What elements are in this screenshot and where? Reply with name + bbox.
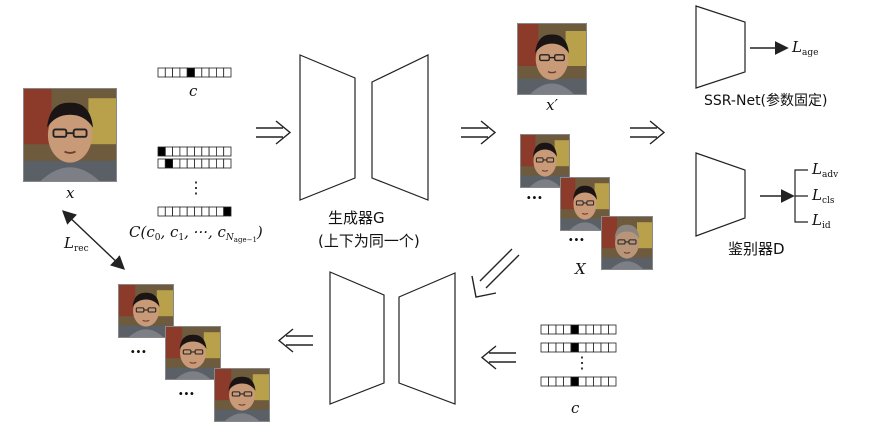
generator-top-encoder <box>299 54 356 201</box>
generator-bottom <box>329 271 456 405</box>
dots-stack-1: ··· <box>526 188 543 207</box>
dots-stack-2: ··· <box>568 230 585 249</box>
label-X: X <box>575 260 586 278</box>
double-arrow-diagonal <box>471 248 520 298</box>
double-arrow-left-1 <box>277 328 313 353</box>
code-bar-c0 <box>157 146 232 157</box>
code-bars <box>157 67 617 387</box>
label-c-top: c <box>189 82 198 100</box>
ssr-net-shape <box>695 5 746 89</box>
dots-code-vertical: ⋮ <box>188 178 204 197</box>
loss-bracket <box>794 169 808 223</box>
double-arrow-left-2 <box>480 345 516 370</box>
code-bar-bottom-1 <box>540 324 617 335</box>
double-arrow-1 <box>256 120 292 145</box>
dots-recon-2: ··· <box>178 384 195 403</box>
output-face-stack-old <box>601 216 653 270</box>
generator-top-decoder <box>371 54 429 201</box>
portrait-drawing <box>518 24 586 94</box>
portrait-drawing <box>24 89 116 181</box>
label-x-prime: x′ <box>546 96 558 114</box>
label-generator: 生成器G <box>328 209 385 227</box>
portrait-drawing <box>602 217 652 269</box>
code-bar-bottom-3 <box>540 376 617 387</box>
label-x: x <box>66 184 75 202</box>
double-arrow-3 <box>630 120 666 145</box>
output-face-x-prime <box>517 23 587 95</box>
label-generator-note: (上下为同一个) <box>318 232 420 250</box>
label-c-bottom: c <box>571 399 580 417</box>
recon-face-2 <box>165 326 221 380</box>
output-face-stack-1 <box>520 134 570 188</box>
portrait-drawing <box>119 285 173 337</box>
discriminator-shape <box>695 152 746 237</box>
label-L-adv: Ladv <box>812 160 839 180</box>
generator-bottom-encoder <box>329 271 385 405</box>
portrait-drawing <box>215 369 269 421</box>
recon-face-1 <box>118 284 174 338</box>
label-L-rec: Lrec <box>64 234 89 254</box>
code-bar-cn <box>157 206 232 217</box>
generator-top <box>299 54 429 201</box>
double-arrow-2 <box>461 120 497 145</box>
label-discriminator: 鉴别器D <box>728 240 785 258</box>
portrait-drawing <box>166 327 220 379</box>
label-C-set: C(c0, c1, ···, cNage−1) <box>129 223 263 244</box>
code-bar-c1 <box>157 158 232 169</box>
label-L-age: Lage <box>792 38 819 58</box>
label-ssr-net: SSR-Net(参数固定) <box>704 93 828 109</box>
code-bar-bottom-2 <box>540 342 617 353</box>
portrait-drawing <box>521 135 569 187</box>
code-bar-c <box>157 67 232 78</box>
recon-face-3 <box>214 368 270 422</box>
label-L-id: Lid <box>812 211 831 231</box>
input-face-x <box>23 88 117 182</box>
l-rec-arrow <box>61 210 126 270</box>
dots-code-vertical-bottom: ⋮ <box>574 353 590 372</box>
label-L-cls: Lcls <box>812 186 835 206</box>
generator-bottom-decoder <box>398 272 456 405</box>
dots-recon-1: ··· <box>130 342 147 361</box>
